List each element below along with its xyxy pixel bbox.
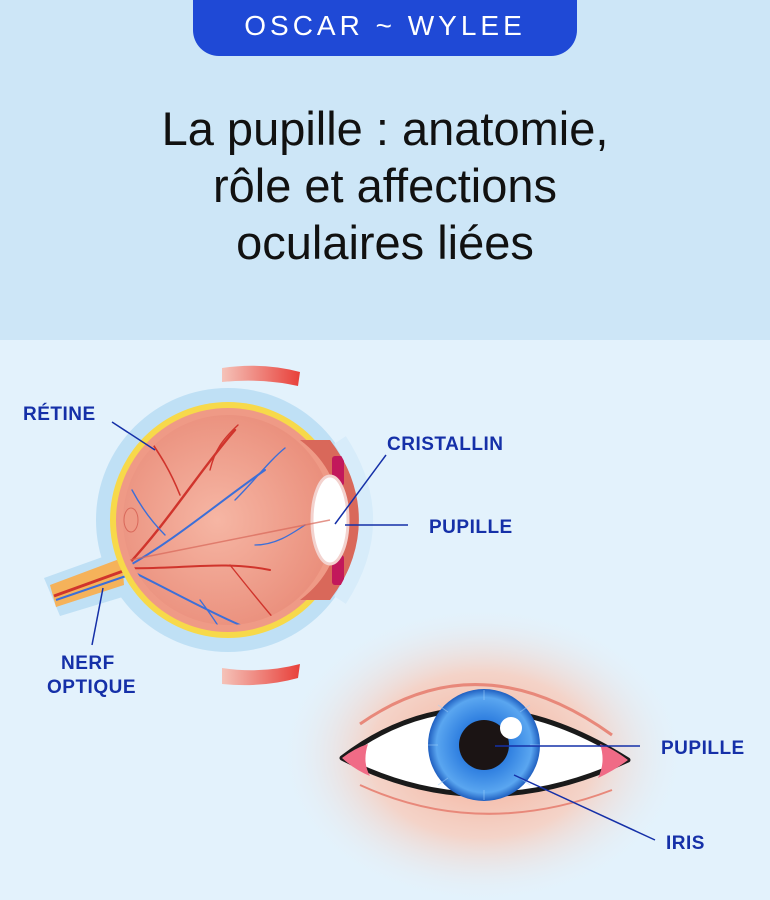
header-background: [0, 0, 770, 340]
pupil-highlight: [500, 717, 522, 739]
leader-retine: [111, 421, 156, 451]
leader-cristallin: [334, 454, 387, 525]
label-retine: RÉTINE: [23, 404, 96, 425]
eye-cross-section: [44, 365, 373, 686]
pupil: [459, 720, 509, 770]
cornea: [334, 436, 373, 604]
page-title: La pupille : anatomie, rôle et affection…: [60, 100, 710, 271]
brand-logo[interactable]: OSCAR ~ WYLEE: [193, 0, 577, 56]
label-pupille-bottom: PUPILLE: [661, 738, 745, 759]
brand-logo-text: OSCAR ~ WYLEE: [244, 10, 526, 41]
leader-iris: [513, 774, 656, 841]
vitreous-body: [123, 415, 333, 625]
leader-lines: [91, 421, 656, 841]
label-iris: IRIS: [666, 833, 705, 854]
label-nerf-optique: NERF OPTIQUE: [47, 652, 136, 700]
ciliary-body: [300, 440, 360, 600]
label-nerf-optique-line-2: OPTIQUE: [47, 677, 137, 698]
title-line-1: La pupille : anatomie,: [161, 102, 609, 155]
label-cristallin: CRISTALLIN: [387, 434, 504, 455]
label-nerf-optique-line-1: NERF: [61, 653, 115, 674]
eyelid-cap-top: [222, 365, 300, 386]
title-line-3: oculaires liées: [236, 216, 534, 269]
leader-nerf-optique: [91, 587, 104, 646]
eyelid-cap-bottom: [222, 664, 300, 686]
title-line-2: rôle et affections: [212, 159, 557, 212]
label-pupille-top: PUPILLE: [429, 517, 513, 538]
eye-front-view: [277, 605, 687, 900]
